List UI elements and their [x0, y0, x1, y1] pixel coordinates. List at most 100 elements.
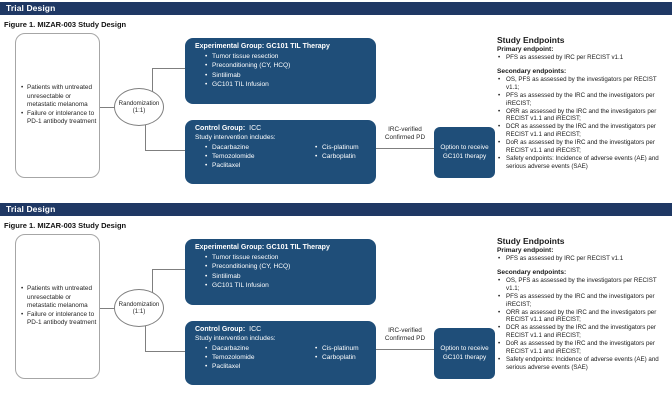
study-design-slide: Trial Design Figure 1. MIZAR-003 Study D…	[0, 0, 672, 201]
randomization-oval: Randomization (1:1)	[114, 88, 164, 126]
list-item: DCR as assessed by the IRC and the inves…	[497, 324, 670, 340]
secondary-endpoints-label: Secondary endpoints:	[497, 268, 567, 276]
irc-pd-label-line1: IRC-verified	[388, 126, 422, 133]
control-group-title-bold: Control Group:	[195, 326, 246, 333]
study-design-slide: Trial Design Figure 1. MIZAR-003 Study D…	[0, 201, 672, 402]
primary-endpoint-label: Primary endpoint:	[497, 46, 554, 53]
randomization-ratio: (1:1)	[132, 107, 146, 114]
list-item: ORR as assessed by the IRC and the inves…	[497, 108, 670, 124]
list-item: Sintilimab	[205, 71, 370, 81]
figure-caption: Figure 1. MIZAR-003 Study Design	[4, 221, 127, 230]
irc-pd-label: IRC-verified Confirmed PD	[378, 126, 432, 142]
patient-criteria-box: Patients with untreated unresectable or …	[15, 33, 100, 178]
control-group-box: Control Group:ICC Study intervention inc…	[185, 120, 376, 184]
randomization-oval: Randomization (1:1)	[114, 289, 164, 327]
control-group-list-left: Dacarbazine Temozolomide Paclitaxel	[195, 344, 305, 373]
randomization-label: Randomization	[118, 300, 160, 308]
experimental-group-box: Experimental Group: GC101 TIL Therapy Tu…	[185, 38, 376, 104]
experimental-group-title: Experimental Group: GC101 TIL Therapy	[195, 43, 330, 50]
list-item: Temozolomide	[205, 353, 305, 363]
connector-down-vertical	[145, 321, 146, 352]
connector-to-experimental	[152, 269, 186, 270]
endpoints-title: Study Endpoints	[497, 236, 565, 246]
list-item: Patients with untreated unresectable or …	[20, 84, 97, 110]
list-item: Tumor tissue resection	[205, 253, 370, 263]
experimental-group-box: Experimental Group: GC101 TIL Therapy Tu…	[185, 239, 376, 305]
list-item: Tumor tissue resection	[205, 52, 370, 62]
control-group-title-bold: Control Group:	[195, 125, 246, 132]
slide-title-bar: Trial Design	[0, 203, 672, 216]
endpoints-title: Study Endpoints	[497, 35, 565, 45]
connector-to-control	[145, 150, 186, 151]
control-group-title: Control Group:ICC	[195, 125, 370, 132]
irc-pd-label-line2: Confirmed PD	[384, 134, 426, 141]
primary-endpoint-list: PFS as assessed by IRC per RECIST v1.1	[497, 255, 670, 263]
control-group-list-right: Cis-platinum Carboplatin	[305, 143, 359, 171]
list-item: Safety endpoints: Incidence of adverse e…	[497, 155, 670, 171]
connector-patient-to-randomization	[99, 308, 115, 309]
list-item: DCR as assessed by the IRC and the inves…	[497, 123, 670, 139]
primary-endpoint-list: PFS as assessed by IRC per RECIST v1.1	[497, 54, 670, 62]
option-receive-box: Option to receive GC101 therapy	[434, 127, 495, 178]
connector-patient-to-randomization	[99, 107, 115, 108]
connector-up-vertical	[152, 68, 153, 94]
figure-caption: Figure 1. MIZAR-003 Study Design	[4, 20, 127, 29]
irc-pd-label-line1: IRC-verified	[388, 327, 422, 334]
irc-pd-label-line2: Confirmed PD	[384, 335, 426, 342]
list-item: PFS as assessed by IRC per RECIST v1.1	[497, 54, 670, 62]
experimental-group-list: Tumor tissue resection Preconditioning (…	[195, 253, 370, 291]
secondary-endpoints-label: Secondary endpoints:	[497, 67, 567, 75]
experimental-group-title: Experimental Group: GC101 TIL Therapy	[195, 244, 330, 251]
study-endpoints-panel: Study Endpoints Primary endpoint: PFS as…	[497, 236, 670, 372]
control-group-columns: Dacarbazine Temozolomide Paclitaxel Cis-…	[195, 342, 370, 373]
list-item: Carboplatin	[315, 353, 359, 363]
list-item: Failure or intolerance to PD-1 antibody …	[20, 110, 97, 127]
control-group-columns: Dacarbazine Temozolomide Paclitaxel Cis-…	[195, 141, 370, 172]
list-item: Failure or intolerance to PD-1 antibody …	[20, 311, 97, 328]
list-item: ORR as assessed by the IRC and the inves…	[497, 309, 670, 325]
list-item: OS, PFS as assessed by the investigators…	[497, 277, 670, 293]
list-item: DoR as assessed by the IRC and the inves…	[497, 139, 670, 155]
control-group-subtitle: Study intervention includes:	[195, 133, 276, 141]
connector-control-to-option	[375, 148, 435, 149]
control-group-list-left: Dacarbazine Temozolomide Paclitaxel	[195, 143, 305, 172]
control-group-subtitle: Study intervention includes:	[195, 334, 276, 342]
list-item: DoR as assessed by the IRC and the inves…	[497, 340, 670, 356]
option-receive-box: Option to receive GC101 therapy	[434, 328, 495, 379]
connector-to-control	[145, 351, 186, 352]
experimental-group-list: Tumor tissue resection Preconditioning (…	[195, 52, 370, 90]
list-item: PFS as assessed by IRC per RECIST v1.1	[497, 255, 670, 263]
list-item: Preconditioning (CY, HCQ)	[205, 262, 370, 272]
connector-control-to-option	[375, 349, 435, 350]
list-item: Cis-platinum	[315, 143, 359, 153]
slide-title-bar: Trial Design	[0, 2, 672, 15]
primary-endpoint-label: Primary endpoint:	[497, 247, 554, 254]
list-item: Paclitaxel	[205, 161, 305, 171]
list-item: GC101 TIL Infusion	[205, 281, 370, 291]
control-group-title: Control Group:ICC	[195, 326, 370, 333]
list-item: GC101 TIL Infusion	[205, 80, 370, 90]
patient-criteria-list: Patients with untreated unresectable or …	[20, 285, 97, 328]
list-item: Temozolomide	[205, 152, 305, 162]
list-item: Safety endpoints: Incidence of adverse e…	[497, 356, 670, 372]
connector-up-vertical	[152, 269, 153, 295]
list-item: Carboplatin	[315, 152, 359, 162]
randomization-label: Randomization	[118, 99, 160, 107]
list-item: Cis-platinum	[315, 344, 359, 354]
patient-criteria-box: Patients with untreated unresectable or …	[15, 234, 100, 379]
control-group-list-right: Cis-platinum Carboplatin	[305, 344, 359, 372]
randomization-ratio: (1:1)	[132, 308, 146, 315]
control-group-title-rest: ICC	[249, 326, 262, 333]
list-item: Dacarbazine	[205, 143, 305, 153]
list-item: Dacarbazine	[205, 344, 305, 354]
list-item: PFS as assessed by the IRC and the inves…	[497, 92, 670, 108]
list-item: Sintilimab	[205, 272, 370, 282]
secondary-endpoints-list: OS, PFS as assessed by the investigators…	[497, 76, 670, 171]
list-item: OS, PFS as assessed by the investigators…	[497, 76, 670, 92]
list-item: Patients with untreated unresectable or …	[20, 285, 97, 311]
connector-down-vertical	[145, 120, 146, 151]
irc-pd-label: IRC-verified Confirmed PD	[378, 327, 432, 343]
control-group-box: Control Group:ICC Study intervention inc…	[185, 321, 376, 385]
study-endpoints-panel: Study Endpoints Primary endpoint: PFS as…	[497, 35, 670, 171]
connector-to-experimental	[152, 68, 186, 69]
